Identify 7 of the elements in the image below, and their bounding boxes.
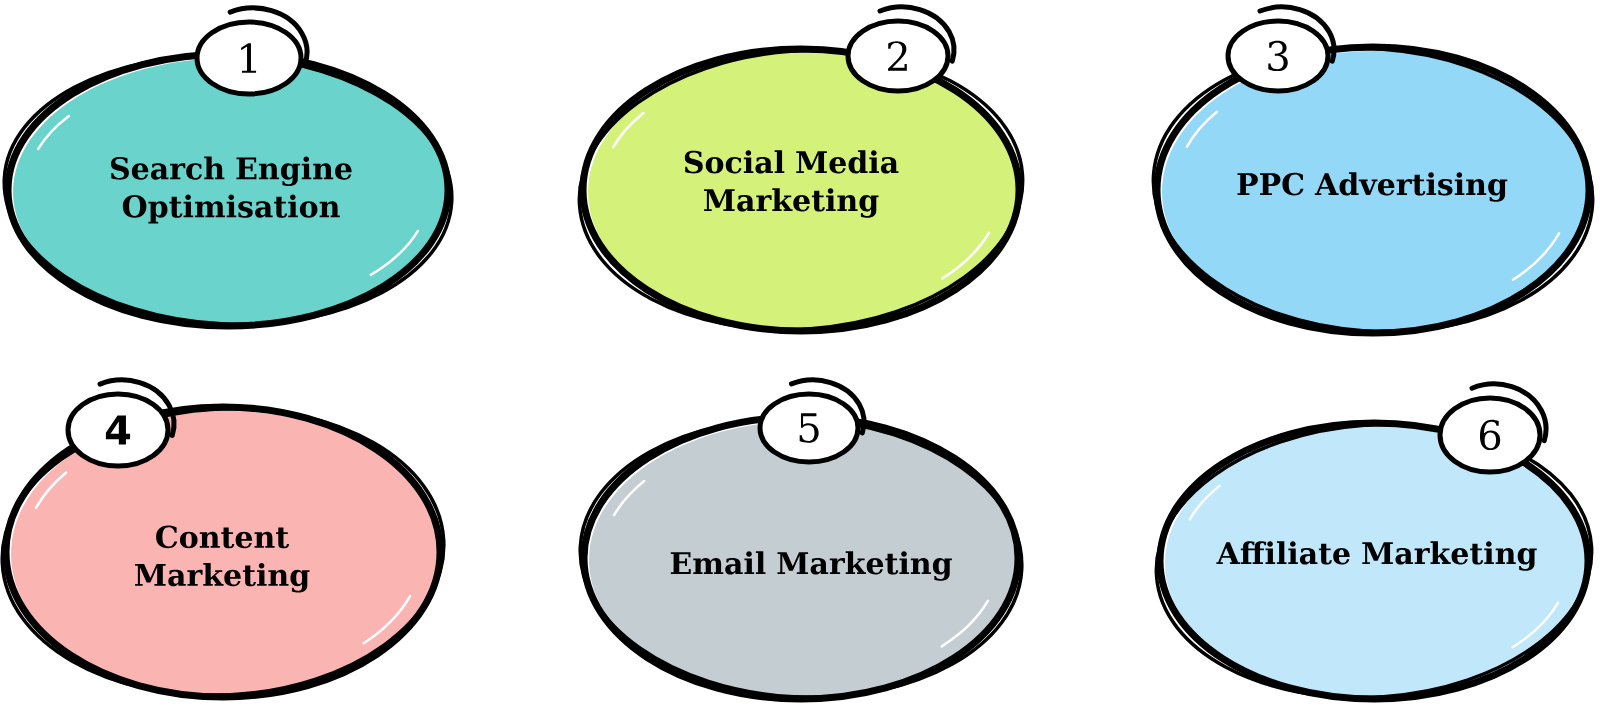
number-bubble: 6 [1437,381,1549,475]
number-bubble: 2 [845,4,957,94]
node-label: 6 [1479,419,1501,451]
number-bubble: 4 [65,377,177,469]
number-bubble: 5 [757,377,867,465]
number-bubble: 3 [1225,4,1337,94]
number-bubble: 1 [194,5,310,97]
